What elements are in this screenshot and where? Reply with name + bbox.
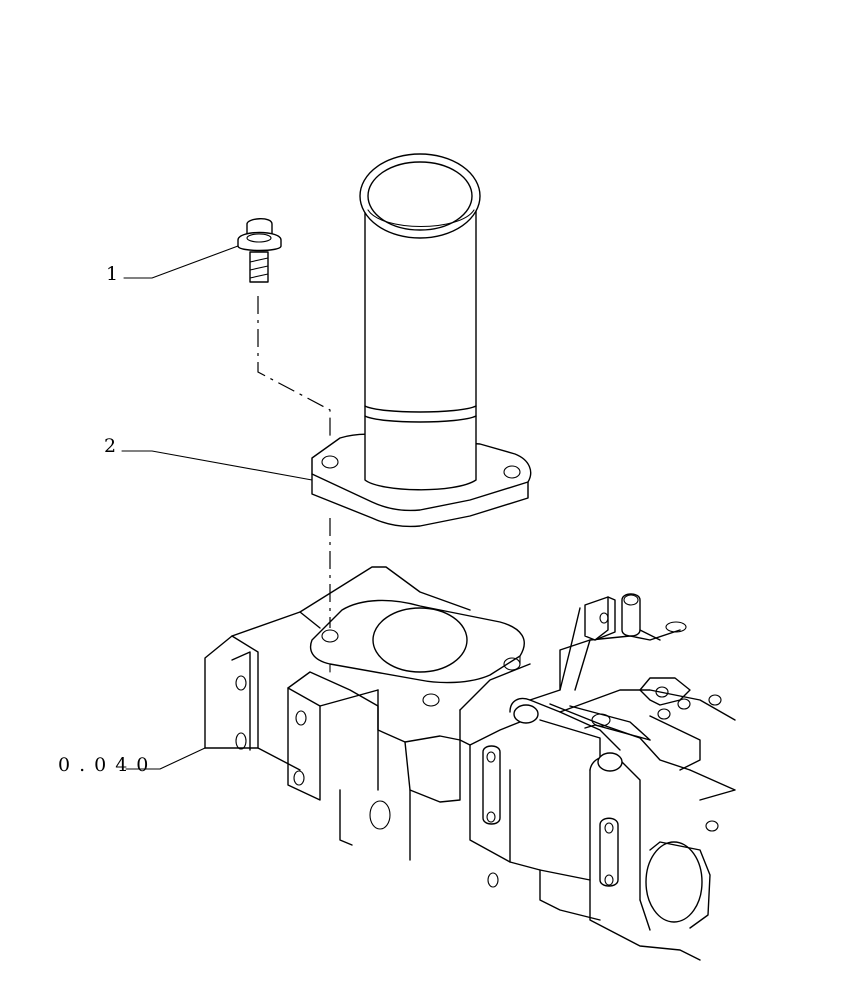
- leader-line-2: [121, 450, 313, 481]
- leader-line-1: [123, 245, 239, 279]
- bolt-drawing: [237, 218, 282, 283]
- leader-line-ref: [125, 747, 206, 770]
- assembly-centerlines: [257, 296, 331, 628]
- callout-label-2: 2: [104, 435, 116, 457]
- callout-label-ref: 0.040: [58, 754, 157, 776]
- callout-ref: 0.040: [58, 747, 206, 776]
- pipe-with-flange-drawing: [311, 153, 532, 528]
- callout-label-1: 1: [106, 263, 118, 285]
- callout-1: 1: [106, 245, 239, 285]
- cylinder-head-drawing: [204, 566, 736, 961]
- callout-2: 2: [104, 435, 313, 481]
